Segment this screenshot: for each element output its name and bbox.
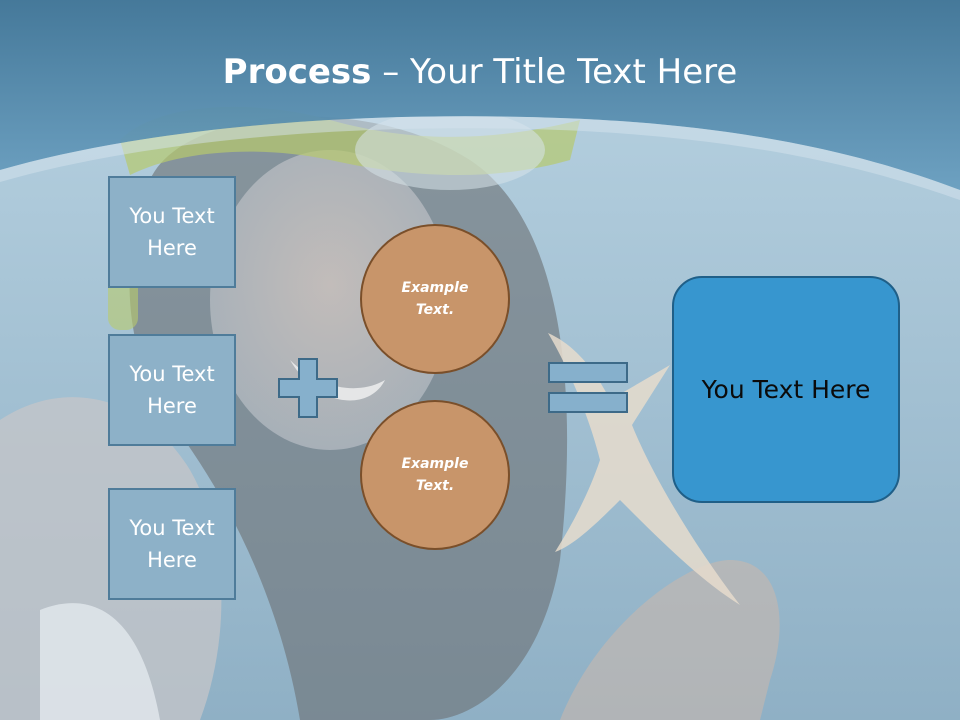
slide-title: Process – Your Title Text Here <box>0 52 960 92</box>
result-box[interactable]: You Text Here <box>672 276 900 503</box>
example-circle-1-label: Example Text. <box>401 280 469 318</box>
example-circle-2-label: Example Text. <box>401 456 469 494</box>
text-box-1[interactable]: You Text Here <box>108 176 236 288</box>
example-circle-1[interactable]: Example Text. <box>360 224 510 374</box>
title-separator: – <box>371 52 411 92</box>
result-box-label: You Text Here <box>701 375 871 404</box>
example-circle-2[interactable]: Example Text. <box>360 400 510 550</box>
text-box-3-label: You Text Here <box>129 516 215 572</box>
text-box-1-label: You Text Here <box>129 204 215 260</box>
text-box-2-label: You Text Here <box>129 362 215 418</box>
equals-operator-icon <box>548 362 628 413</box>
title-bold: Process <box>222 52 372 92</box>
text-box-3[interactable]: You Text Here <box>108 488 236 600</box>
text-box-2[interactable]: You Text Here <box>108 334 236 446</box>
plus-operator-icon <box>278 358 338 418</box>
title-rest: Your Title Text Here <box>410 52 738 92</box>
